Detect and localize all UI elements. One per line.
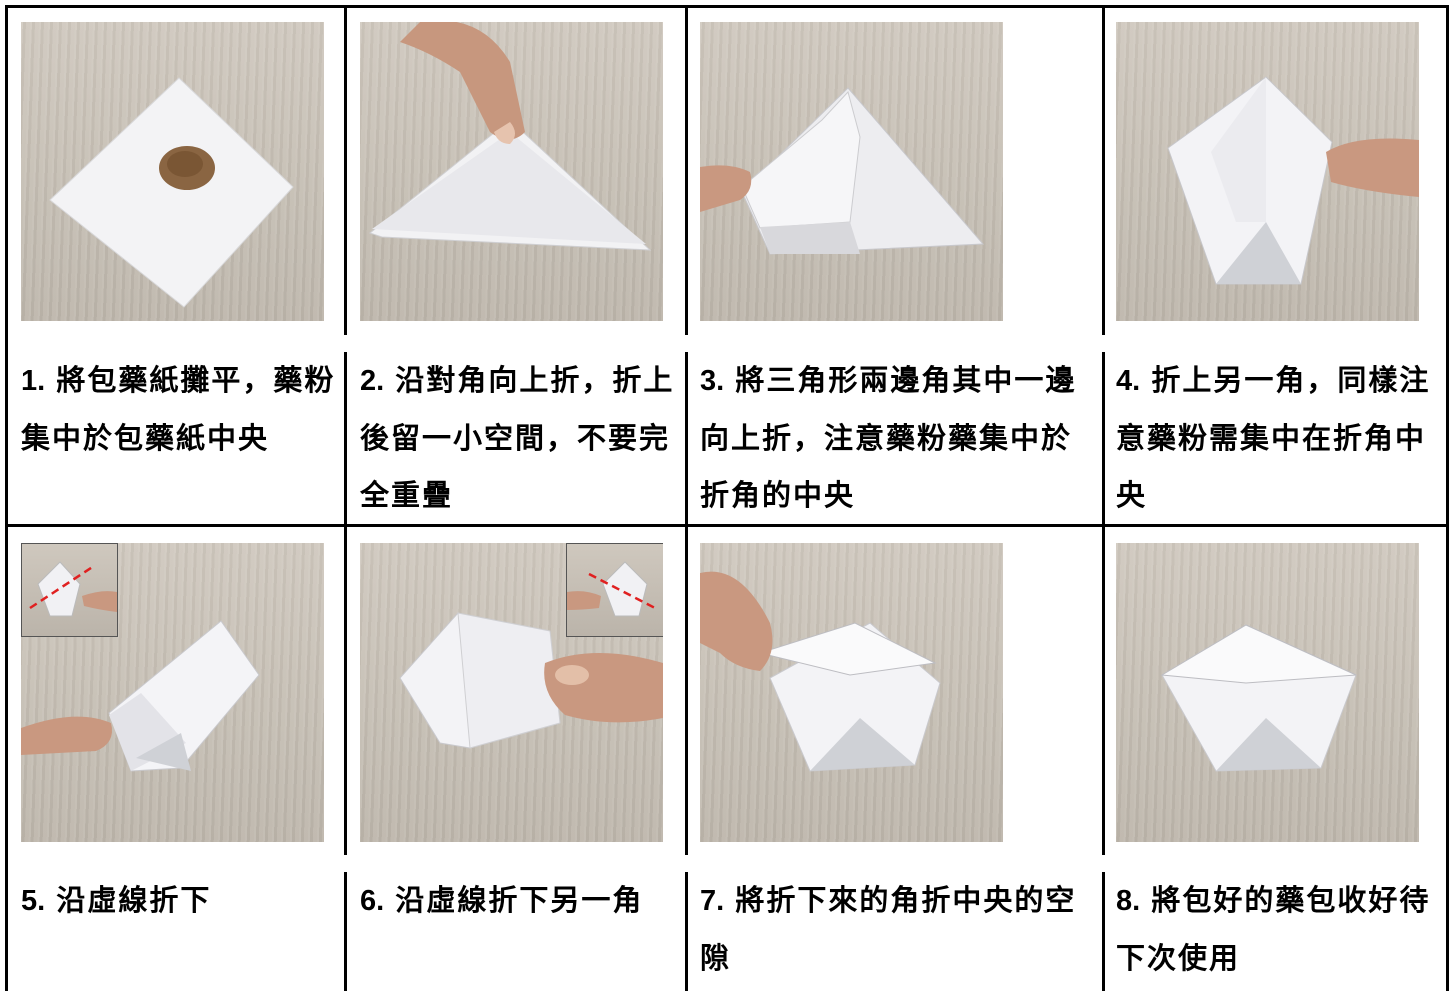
step-2-caption: 2. 沿對角向上折，折上後留一小空間，不要完全重疊 xyxy=(360,352,680,524)
tuck-corner-illustration xyxy=(700,571,941,772)
column-divider xyxy=(344,872,347,991)
step-number: 8. xyxy=(1116,885,1141,917)
step-text: 沿虛線折下另一角 xyxy=(395,883,644,917)
fold-one-corner-illustration xyxy=(700,87,985,255)
fold-other-corner-illustration xyxy=(1167,76,1419,285)
step-1-caption: 1. 將包藥紙攤平，藥粉集中於包藥紙中央 xyxy=(21,352,337,467)
table-row-divider xyxy=(5,524,1449,527)
column-divider xyxy=(1102,872,1105,991)
column-divider xyxy=(1102,352,1105,524)
step-7-photo xyxy=(700,543,1003,842)
step-text: 將三角形兩邊角其中一邊向上折，注意藥粉藥集中於折角的中央 xyxy=(700,363,1077,512)
table-right-border xyxy=(1446,5,1449,991)
step-text: 折上另一角，同樣注意藥粉需集中在折角中央 xyxy=(1116,363,1431,512)
step-3-photo xyxy=(700,22,1003,321)
step-6-photo xyxy=(360,543,663,842)
step-1-photo xyxy=(21,22,324,321)
finished-packet-illustration xyxy=(1160,624,1357,772)
column-divider xyxy=(344,352,347,524)
column-divider xyxy=(1102,5,1105,335)
step-2-photo xyxy=(360,22,663,321)
step-number: 6. xyxy=(360,885,385,917)
step-text: 將包藥紙攤平，藥粉集中於包藥紙中央 xyxy=(21,363,336,455)
step-5-photo xyxy=(21,543,324,842)
step-number: 4. xyxy=(1116,365,1141,397)
step-number: 5. xyxy=(21,885,46,917)
dashed-line-diagram xyxy=(567,561,656,617)
step-4-photo xyxy=(1116,22,1419,321)
step-number: 3. xyxy=(700,365,725,397)
step-5-caption: 5. 沿虛線折下 xyxy=(21,872,337,930)
step-4-caption: 4. 折上另一角，同樣注意藥粉需集中在折角中央 xyxy=(1116,352,1438,524)
paper-with-powder-illustration xyxy=(49,77,294,308)
fold-diagonal-illustration xyxy=(368,22,652,251)
column-divider xyxy=(344,524,347,855)
column-divider xyxy=(685,872,688,991)
fold-down-other-illustration xyxy=(399,612,663,749)
step-text: 沿虛線折下 xyxy=(56,883,212,917)
column-divider xyxy=(1102,524,1105,855)
column-divider xyxy=(685,352,688,524)
dashed-line-inset xyxy=(21,543,118,637)
dashed-line-diagram xyxy=(29,561,117,617)
column-divider xyxy=(344,5,347,335)
step-7-caption: 7. 將折下來的角折中央的空隙 xyxy=(700,872,1095,987)
step-text: 將包好的藥包收好待下次使用 xyxy=(1116,883,1431,975)
fold-down-dashed-illustration xyxy=(21,620,260,772)
step-text: 沿對角向上折，折上後留一小空間，不要完全重疊 xyxy=(360,363,675,512)
step-6-caption: 6. 沿虛線折下另一角 xyxy=(360,872,680,930)
step-text: 將折下來的角折中央的空隙 xyxy=(700,883,1077,975)
step-3-caption: 3. 將三角形兩邊角其中一邊向上折，注意藥粉藥集中於折角的中央 xyxy=(700,352,1095,524)
column-divider xyxy=(685,524,688,855)
dashed-line-inset xyxy=(566,543,663,637)
step-number: 2. xyxy=(360,365,385,397)
column-divider xyxy=(685,5,688,335)
table-top-border xyxy=(5,5,1449,8)
step-8-caption: 8. 將包好的藥包收好待下次使用 xyxy=(1116,872,1438,987)
table-left-border xyxy=(5,5,8,991)
step-number: 7. xyxy=(700,885,725,917)
step-8-photo xyxy=(1116,543,1419,842)
step-number: 1. xyxy=(21,365,46,397)
